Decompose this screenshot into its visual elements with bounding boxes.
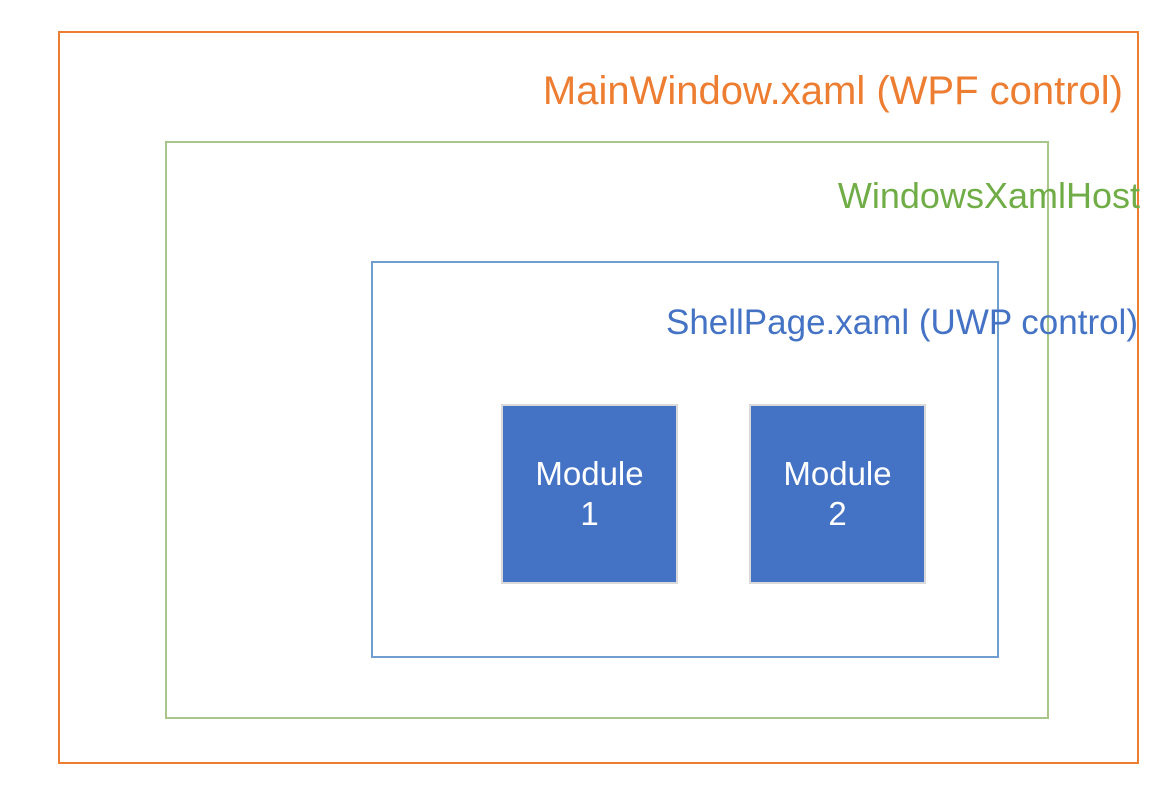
module-1-name: Module bbox=[535, 454, 644, 492]
module-2-number: 2 bbox=[828, 495, 847, 532]
shellpage-container-box bbox=[371, 261, 999, 658]
shellpage-label: ShellPage.xaml (UWP control) bbox=[665, 303, 1138, 342]
mainwindow-label: MainWindow.xaml (WPF control) bbox=[542, 69, 1123, 113]
module-block-2: Module 2 bbox=[749, 404, 926, 584]
module-1-number: 1 bbox=[580, 495, 599, 532]
windowsxamlhost-label: WindowsXamlHost bbox=[837, 175, 1140, 216]
mainwindow-container-box bbox=[58, 31, 1139, 764]
windowsxamlhost-container-box bbox=[165, 141, 1049, 719]
module-block-1: Module 1 bbox=[501, 404, 678, 584]
module-2-name: Module bbox=[783, 454, 892, 492]
